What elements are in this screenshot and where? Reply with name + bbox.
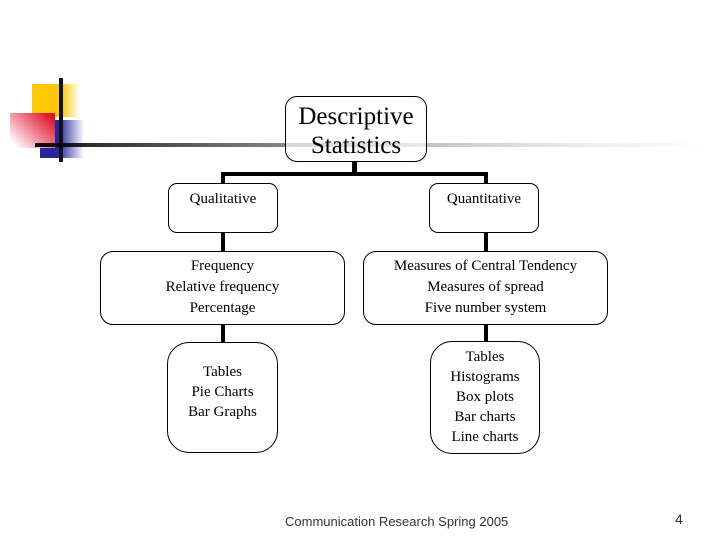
vertical-accent-line (59, 78, 63, 162)
quantitative-displays-line-4: Bar charts (454, 409, 516, 425)
connector-quantitative-up (484, 172, 488, 184)
node-qualitative: Qualitative (168, 183, 278, 233)
connector-qualitative-up (221, 172, 225, 184)
red-square-decoration (10, 113, 55, 148)
connector-branch-horizontal (221, 172, 488, 176)
quantitative-displays-line-1: Tables (465, 349, 505, 365)
quantitative-displays-line-2: Histograms (450, 369, 520, 385)
node-quantitative-measures: Measures of Central Tendency Measures of… (363, 251, 608, 325)
node-root-line-2: Statistics (310, 132, 402, 159)
yellow-square-decoration (32, 84, 80, 117)
quantitative-displays-line-5: Line charts (451, 429, 519, 445)
connector-measures-down (484, 325, 488, 342)
node-descriptive-statistics: Descriptive Statistics (285, 96, 427, 162)
page-number: 4 (675, 511, 683, 527)
qualitative-measures-line-1: Frequency (190, 258, 255, 274)
quantitative-measures-line-1: Measures of Central Tendency (393, 258, 578, 274)
node-quantitative-label: Quantitative (446, 191, 522, 207)
node-qualitative-measures: Frequency Relative frequency Percentage (100, 251, 345, 325)
node-qualitative-label: Qualitative (189, 191, 257, 207)
connector-qualitative-down (221, 233, 225, 252)
node-quantitative: Quantitative (429, 183, 539, 233)
qualitative-measures-line-3: Percentage (189, 300, 256, 316)
qualitative-displays-line-1: Tables (203, 364, 242, 380)
quantitative-displays-line-3: Box plots (456, 389, 514, 405)
node-root-line-1: Descriptive (298, 103, 414, 130)
connector-frequency-down (221, 325, 225, 343)
connector-quantitative-down (484, 233, 488, 252)
quantitative-measures-line-3: Five number system (424, 300, 547, 316)
connector-root-stub (352, 161, 357, 174)
node-qualitative-displays: Tables Pie Charts Bar Graphs (167, 342, 278, 453)
node-quantitative-displays: Tables Histograms Box plots Bar charts L… (430, 341, 540, 454)
quantitative-measures-line-2: Measures of spread (427, 279, 544, 295)
qualitative-displays-line-2: Pie Charts (191, 384, 254, 400)
qualitative-displays-line-3: Bar Graphs (188, 404, 257, 420)
qualitative-measures-line-2: Relative frequency (165, 279, 280, 295)
footer-text: Communication Research Spring 2005 (285, 514, 509, 529)
